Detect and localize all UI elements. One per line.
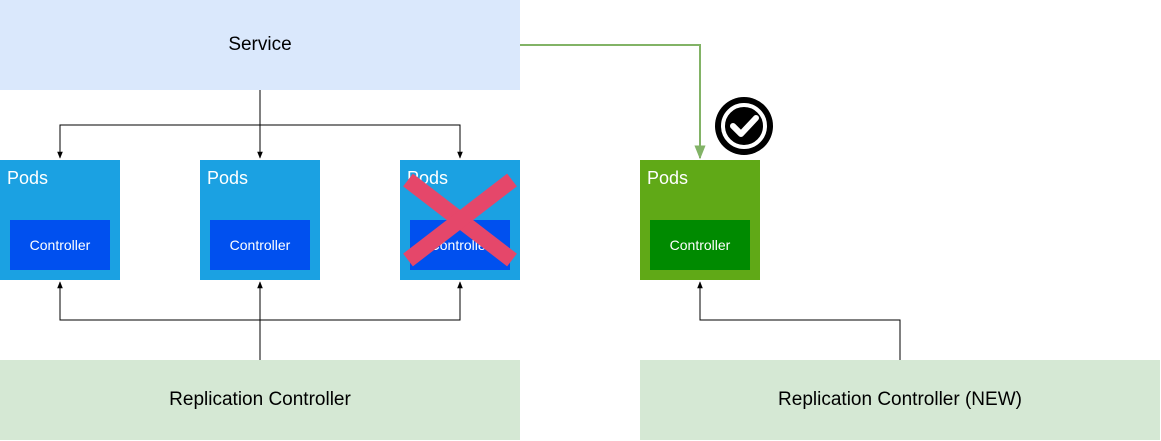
replication-controller-new-label: Replication Controller (NEW) [778,389,1022,410]
controller-label: Controller [669,237,731,253]
replication-controller-new-box: Replication Controller (NEW) [640,360,1160,440]
controller-label: Controller [29,237,91,253]
pod-label: Pods [7,168,49,188]
new-rc-to-pod-connector [697,281,901,360]
pod-2: Pods Controller [200,160,320,280]
pod-1: Pods Controller [0,160,120,280]
controller-box: Controller [210,220,310,270]
service-box: Service [0,0,520,90]
pod-label: Pods [647,168,689,188]
controller-box: Controller [650,220,750,270]
pod-label: Pods [207,168,249,188]
cross-icon [403,173,517,267]
controller-box: Controller [10,220,110,270]
check-circle-icon [715,97,773,155]
replication-controller-label: Replication Controller [169,389,351,410]
rc-to-pods-connectors [57,281,463,360]
service-to-new-pod-connector [520,44,706,160]
controller-label: Controller [229,237,291,253]
replication-controller-box: Replication Controller [0,360,520,440]
service-label: Service [228,34,292,55]
pod-new: Pods Controller [640,160,760,280]
service-to-pods-connectors [57,90,463,159]
